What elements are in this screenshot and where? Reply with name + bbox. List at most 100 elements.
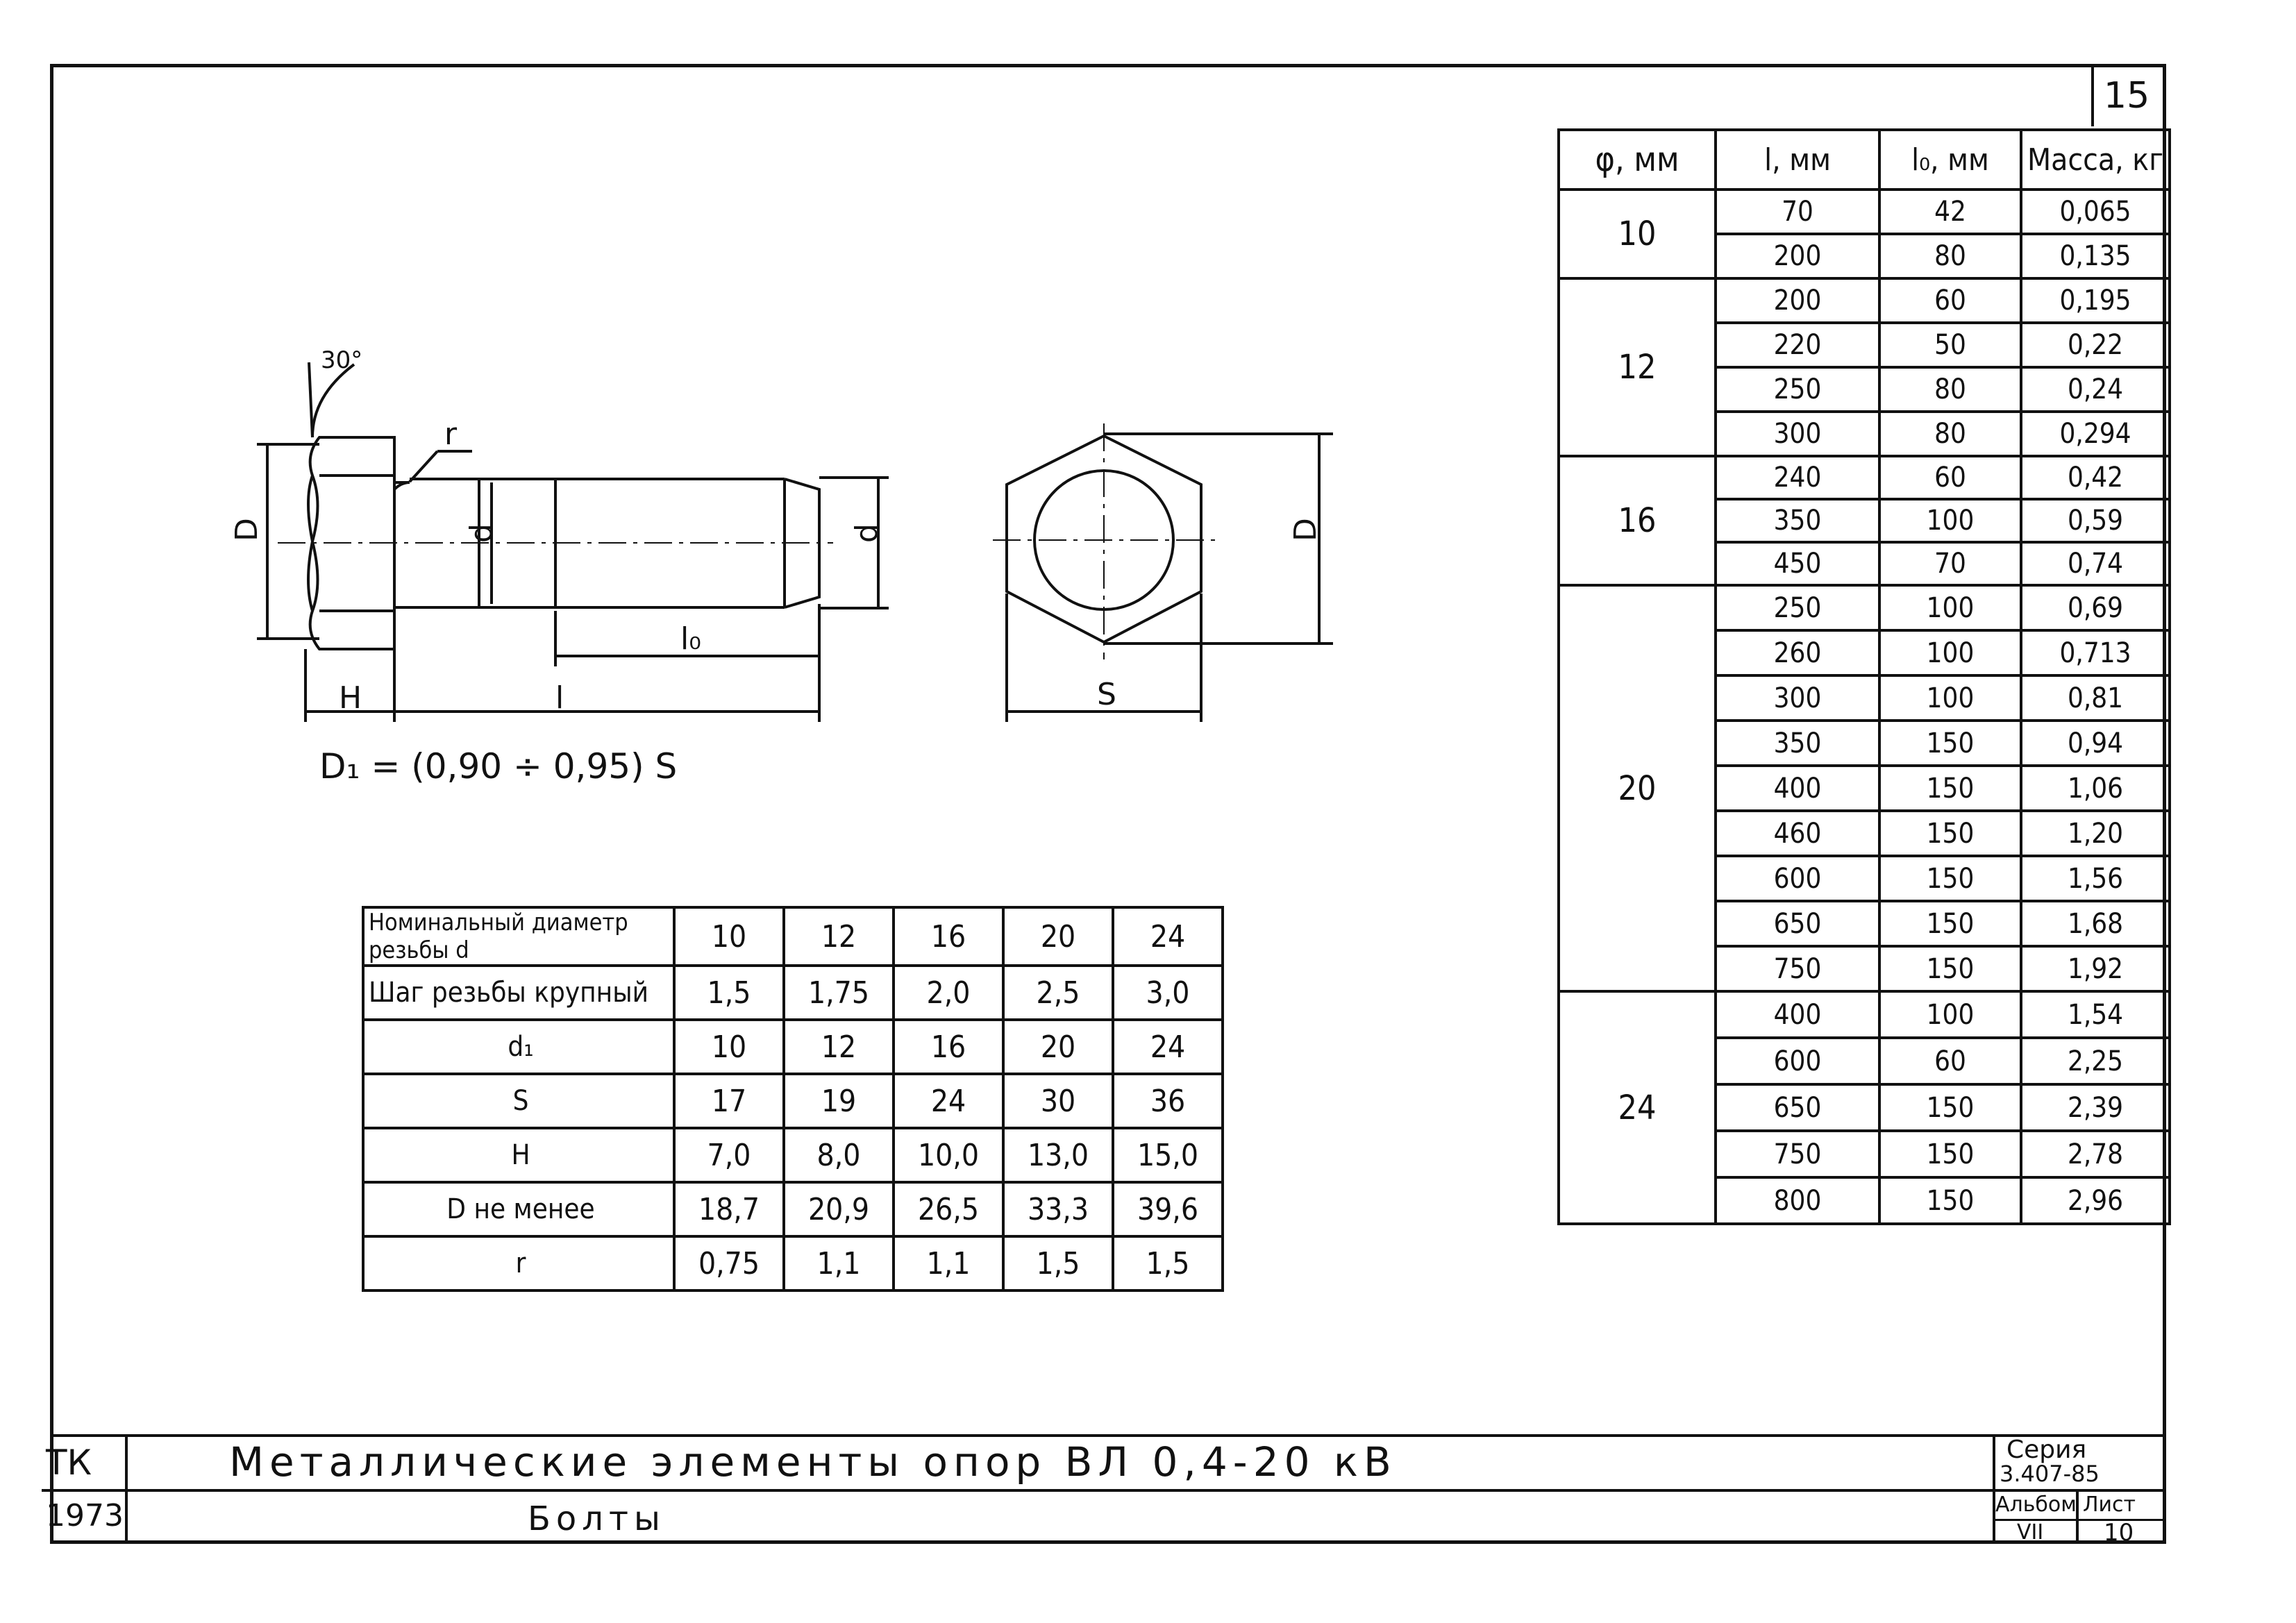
title-block-sheet-divider	[2076, 1489, 2079, 1544]
bolt-length-label: l	[555, 680, 564, 716]
table-cell: 1,5	[673, 964, 785, 1021]
album-value: VII	[2017, 1520, 2044, 1545]
table-cell: 18,7	[673, 1181, 785, 1238]
table-cell: 10	[673, 906, 785, 967]
table-cell: 12	[782, 906, 895, 967]
head-height-label: H	[339, 680, 362, 716]
document-title: Металлические элементы опор ВЛ 0,4-20 кВ	[229, 1438, 1397, 1486]
sheet-number: 15	[2104, 75, 2150, 117]
across-flats-label: S	[1097, 677, 1116, 712]
table-cell: 1,5	[1002, 1235, 1114, 1292]
table-cell: 26,5	[892, 1181, 1005, 1238]
organization-code: ТК	[46, 1443, 92, 1483]
bolt-head-outline	[307, 436, 396, 650]
sheet-number-divider	[2091, 64, 2094, 126]
table-cell: 150	[1878, 855, 2022, 902]
table-cell: 2,78	[2020, 1129, 2171, 1179]
table-cell: 400	[1714, 990, 1881, 1039]
title-block-right-divider	[1993, 1434, 1995, 1544]
table-cell: 13,0	[1002, 1127, 1114, 1184]
table-cell: 150	[1878, 900, 2022, 948]
table-cell: 60	[1878, 277, 2022, 324]
table-cell: 2,39	[2020, 1083, 2171, 1132]
table-cell: 650	[1714, 900, 1881, 948]
column-header: Масса, кг	[2020, 128, 2171, 191]
table-cell: 150	[1878, 1176, 2022, 1225]
diameter-group-cell: 10	[1557, 188, 1717, 280]
row-label: d₁	[362, 1018, 676, 1075]
table-cell: 100	[1878, 584, 2022, 632]
table-cell: 16	[892, 1018, 1005, 1075]
table-cell: 1,56	[2020, 855, 2171, 902]
table-cell: 0,713	[2020, 629, 2171, 677]
table-cell: 15,0	[1112, 1127, 1224, 1184]
title-block-mid-rule	[42, 1489, 2166, 1492]
table-cell: 350	[1714, 498, 1881, 544]
table-cell: 240	[1714, 455, 1881, 501]
table-cell: 1,06	[2020, 764, 2171, 812]
table-cell: 7,0	[673, 1127, 785, 1184]
table-cell: 300	[1714, 410, 1881, 457]
table-cell: 36	[1112, 1073, 1224, 1129]
table-cell: 0,75	[673, 1235, 785, 1292]
table-cell: 24	[1112, 906, 1224, 967]
table-cell: 1,54	[2020, 990, 2171, 1039]
sheet-label: Лист	[2083, 1492, 2136, 1517]
table-cell: 0,294	[2020, 410, 2171, 457]
table-cell: 260	[1714, 629, 1881, 677]
bolt-drawing: 30° r D d d l₀ H l D S	[229, 346, 1333, 722]
column-header: l₀, мм	[1878, 128, 2022, 191]
table-cell: 2,0	[892, 964, 1005, 1021]
table-cell: 1,1	[782, 1235, 895, 1292]
table-cell: 600	[1714, 1036, 1881, 1086]
column-header: φ, мм	[1557, 128, 1717, 191]
column-header: l, мм	[1714, 128, 1881, 191]
table-cell: 0,24	[2020, 366, 2171, 413]
table-row: r 0,75 1,1 1,1 1,5 1,5	[362, 1235, 1224, 1292]
table-cell: 450	[1714, 541, 1881, 587]
table-cell: 0,69	[2020, 584, 2171, 632]
table-cell: 3,0	[1112, 964, 1224, 1021]
thread-length-label: l₀	[680, 621, 701, 657]
table-cell: 80	[1878, 233, 2022, 280]
table-cell: 150	[1878, 945, 2022, 993]
table-cell: 33,3	[1002, 1181, 1114, 1238]
table-cell: 24	[892, 1073, 1005, 1129]
table-row: Номинальный диаметр резьбы d 10 12 16 20…	[362, 906, 1224, 967]
row-label: H	[362, 1127, 676, 1184]
table-cell: 0,81	[2020, 674, 2171, 722]
document-subtitle: Болты	[528, 1499, 666, 1538]
table-cell: 750	[1714, 945, 1881, 993]
table-cell: 80	[1878, 366, 2022, 413]
table-cell: 0,065	[2020, 188, 2171, 235]
table-cell: 17	[673, 1073, 785, 1129]
table-cell: 150	[1878, 809, 2022, 857]
sheet-value: 10	[2104, 1519, 2134, 1547]
table-cell: 0,59	[2020, 498, 2171, 544]
table-cell: 1,75	[782, 964, 895, 1021]
table-cell: 250	[1714, 584, 1881, 632]
table-cell: 1,1	[892, 1235, 1005, 1292]
thread-parameters-table: Номинальный диаметр резьбы d 10 12 16 20…	[362, 906, 1224, 1292]
year: 1973	[46, 1498, 124, 1533]
table-cell: 150	[1878, 719, 2022, 767]
table-row: S 17 19 24 30 36	[362, 1073, 1224, 1129]
